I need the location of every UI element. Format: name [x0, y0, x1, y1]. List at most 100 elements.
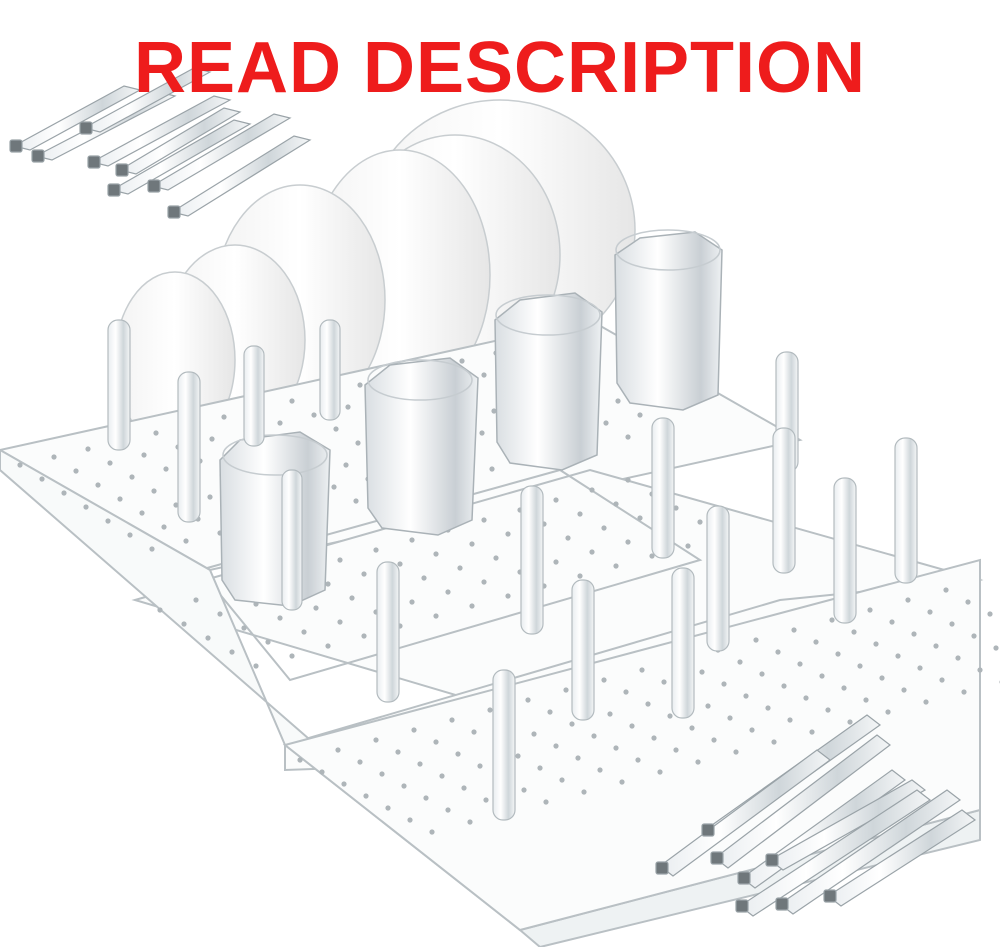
peg-hole: [433, 739, 439, 745]
peg-hole: [531, 731, 537, 737]
peg-hole: [819, 673, 825, 679]
peg-hole: [563, 687, 569, 693]
peg-hole: [429, 829, 435, 835]
peg-hole: [221, 414, 227, 420]
peg-hole: [407, 817, 413, 823]
peg-hole: [337, 557, 343, 563]
peg-hole: [289, 653, 295, 659]
peg-hole: [559, 777, 565, 783]
peg-hole: [361, 571, 367, 577]
peg-hole: [313, 605, 319, 611]
peg-hole: [379, 771, 385, 777]
peg-hole: [481, 517, 487, 523]
peg-hole: [343, 462, 349, 468]
acrylic-pegs: [107, 319, 918, 821]
peg-hole: [469, 603, 475, 609]
peg-hole: [705, 703, 711, 709]
peg-hole: [349, 595, 355, 601]
peg-hole: [759, 671, 765, 677]
peg-hole: [943, 587, 949, 593]
peg-hole: [301, 629, 307, 635]
peg-hole: [337, 619, 343, 625]
peg-hole: [51, 454, 57, 460]
peg-hole: [673, 505, 679, 511]
peg-hole: [667, 713, 673, 719]
peg-hole: [591, 733, 597, 739]
peg-hole: [469, 541, 475, 547]
peg-hole: [331, 484, 337, 490]
peg-hole: [363, 793, 369, 799]
peg-hole: [711, 737, 717, 743]
peg-hole: [341, 781, 347, 787]
peg-hole: [207, 494, 213, 500]
peg-hole: [355, 440, 361, 446]
peg-hole: [373, 737, 379, 743]
peg-hole: [277, 420, 283, 426]
peg-hole: [481, 579, 487, 585]
peg-hole: [613, 563, 619, 569]
peg-hole: [345, 404, 351, 410]
peg-hole: [615, 398, 621, 404]
peg-hole: [645, 701, 651, 707]
peg-hole: [851, 629, 857, 635]
peg-hole: [597, 767, 603, 773]
peg-hole: [727, 715, 733, 721]
peg-hole: [439, 773, 445, 779]
peg-hole: [623, 689, 629, 695]
peg-hole: [895, 653, 901, 659]
peg-hole: [885, 709, 891, 715]
peg-hole: [459, 358, 465, 364]
peg-hole: [787, 717, 793, 723]
peg-hole: [421, 575, 427, 581]
peg-hole: [39, 476, 45, 482]
peg-hole: [917, 665, 923, 671]
peg-hole: [873, 641, 879, 647]
peg-hole: [83, 504, 89, 510]
peg-hole: [153, 430, 159, 436]
peg-hole: [505, 531, 511, 537]
peg-hole: [445, 807, 451, 813]
peg-hole: [613, 745, 619, 751]
peg-hole: [193, 597, 199, 603]
peg-hole: [217, 611, 223, 617]
peg-hole: [733, 749, 739, 755]
peg-hole: [879, 675, 885, 681]
peg-hole: [603, 420, 609, 426]
peg-hole: [325, 581, 331, 587]
peg-hole: [949, 621, 955, 627]
peg-hole: [857, 663, 863, 669]
peg-hole: [581, 789, 587, 795]
peg-hole: [977, 667, 983, 673]
peg-hole: [933, 643, 939, 649]
peg-hole: [813, 639, 819, 645]
peg-hole: [625, 539, 631, 545]
peg-hole: [129, 474, 135, 480]
peg-hole: [449, 717, 455, 723]
peg-hole: [417, 761, 423, 767]
peg-hole: [85, 446, 91, 452]
peg-hole: [695, 759, 701, 765]
peg-hole: [433, 613, 439, 619]
peg-hole: [577, 511, 583, 517]
peg-hole: [409, 599, 415, 605]
peg-hole: [607, 711, 613, 717]
peg-hole: [661, 679, 667, 685]
peg-hole: [173, 502, 179, 508]
peg-hole: [205, 635, 211, 641]
peg-hole: [423, 795, 429, 801]
peg-hole: [737, 659, 743, 665]
peg-hole: [525, 697, 531, 703]
peg-hole: [743, 693, 749, 699]
peg-hole: [613, 501, 619, 507]
peg-hole: [515, 753, 521, 759]
peg-hole: [867, 607, 873, 613]
peg-hole: [619, 779, 625, 785]
peg-hole: [373, 547, 379, 553]
peg-hole: [409, 537, 415, 543]
peg-hole: [141, 452, 147, 458]
peg-hole: [481, 372, 487, 378]
peg-hole: [651, 735, 657, 741]
peg-hole: [361, 633, 367, 639]
peg-hole: [649, 553, 655, 559]
